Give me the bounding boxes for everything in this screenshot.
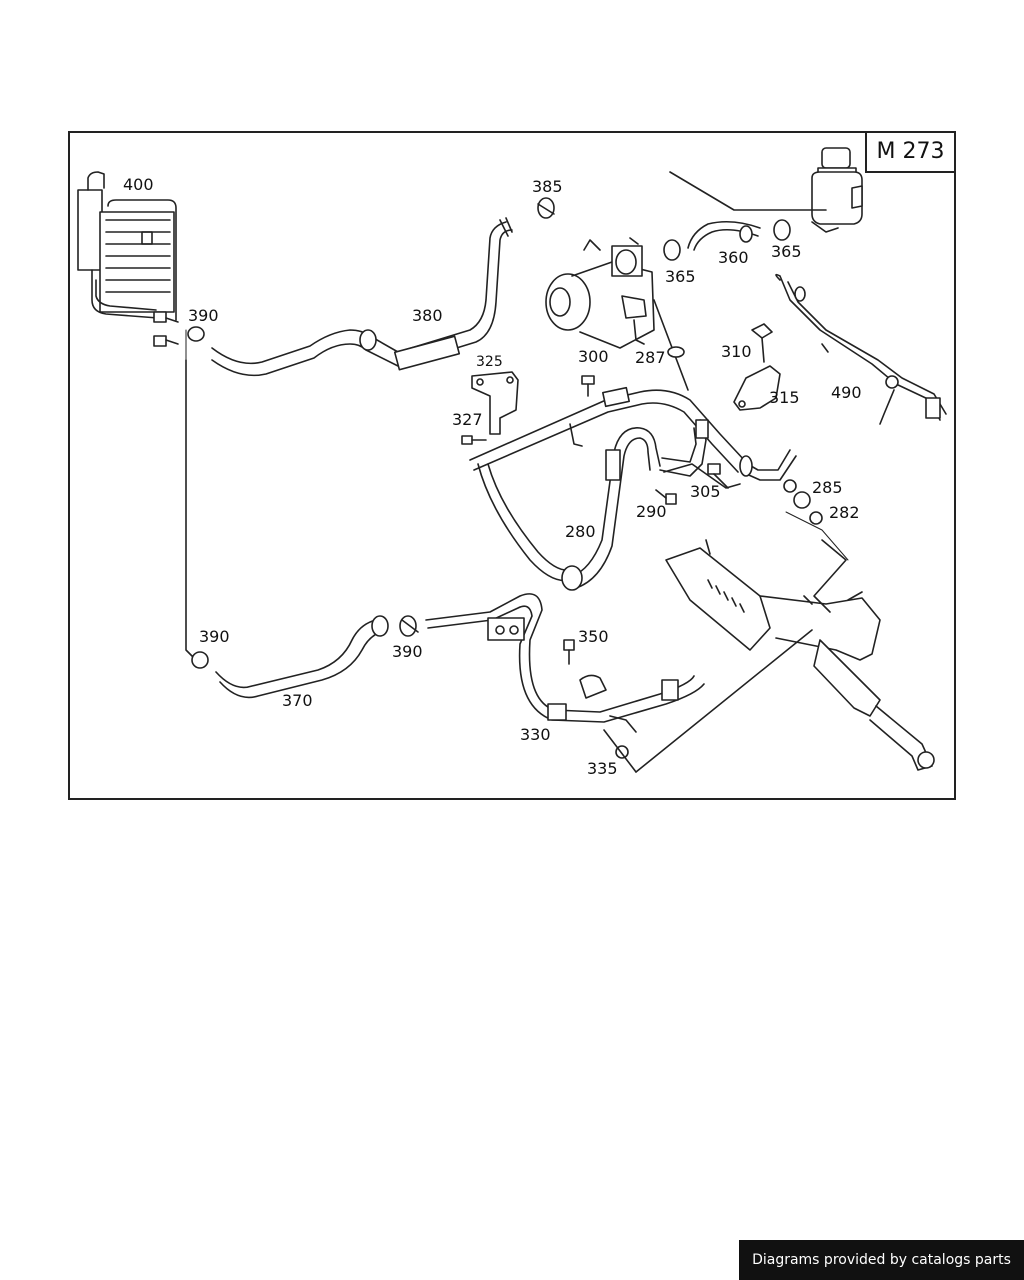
- part-label-335: 335: [587, 759, 618, 778]
- part-label-327: 327: [452, 410, 483, 429]
- part-label-380: 380: [412, 306, 443, 325]
- part-label-280: 280: [565, 522, 596, 541]
- part-label-385: 385: [532, 177, 563, 196]
- part-label-400: 400: [123, 175, 154, 194]
- part-label-365-right: 365: [771, 242, 802, 261]
- diagram-frame: M 273: [68, 131, 956, 800]
- credit-banner: Diagrams provided by catalogs parts: [739, 1240, 1024, 1280]
- part-label-370: 370: [282, 691, 313, 710]
- part-label-390-top: 390: [188, 306, 219, 325]
- part-label-310: 310: [721, 342, 752, 361]
- part-label-315: 315: [769, 388, 800, 407]
- part-label-285: 285: [812, 478, 843, 497]
- part-label-360: 360: [718, 248, 749, 267]
- part-label-390-left: 390: [199, 627, 230, 646]
- part-label-287: 287: [635, 348, 666, 367]
- model-code-badge: M 273: [865, 131, 956, 173]
- part-label-290: 290: [636, 502, 667, 521]
- part-label-282: 282: [829, 503, 860, 522]
- part-label-325: 325: [476, 354, 503, 370]
- part-label-305: 305: [690, 482, 721, 501]
- part-label-300: 300: [578, 347, 609, 366]
- part-label-390-mid: 390: [392, 642, 423, 661]
- part-label-330: 330: [520, 725, 551, 744]
- part-label-365-left: 365: [665, 267, 696, 286]
- part-label-490: 490: [831, 383, 862, 402]
- part-label-350: 350: [578, 627, 609, 646]
